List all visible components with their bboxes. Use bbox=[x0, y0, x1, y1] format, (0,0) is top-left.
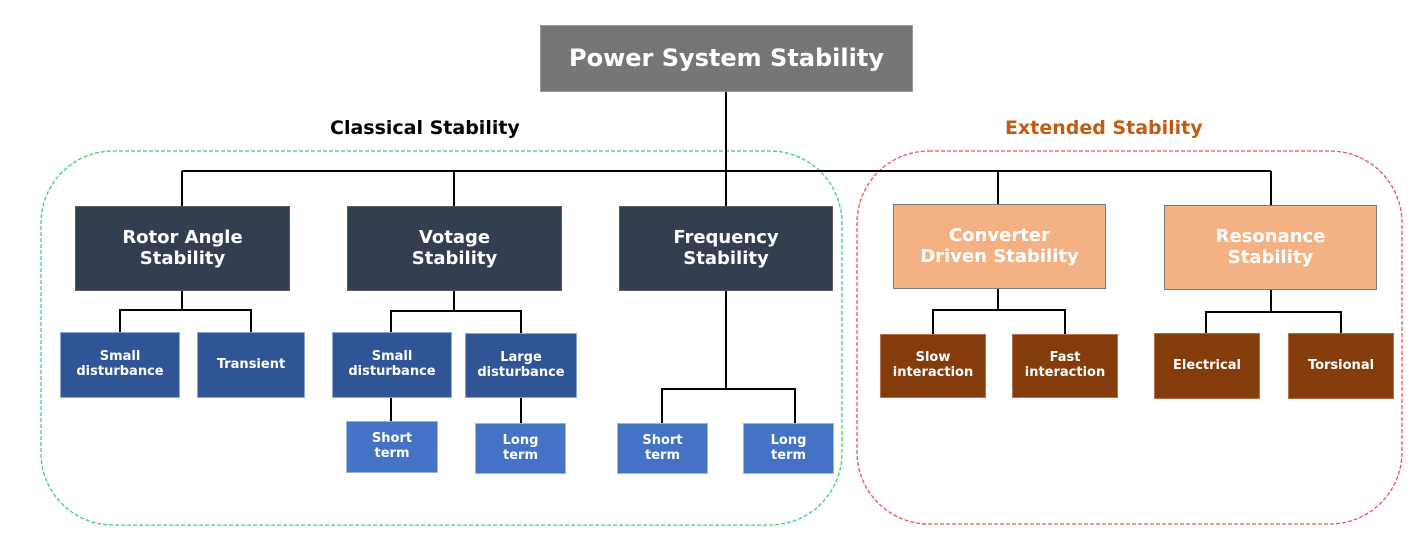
resonance-label: Resonance Stability bbox=[1215, 225, 1326, 268]
resonance-torsional-label: Torsional bbox=[1307, 357, 1375, 373]
connector-voltage-children-2 bbox=[454, 310, 522, 333]
root-label: Power System Stability bbox=[569, 43, 884, 72]
voltage-large-disturbance-node: Large disturbance bbox=[465, 333, 577, 398]
rotor-transient-label: Transient bbox=[216, 356, 286, 372]
frequency-short-term-node: Short term bbox=[617, 423, 708, 474]
rotor-transient-node: Transient bbox=[197, 332, 305, 398]
frequency-long-term-node: Long term bbox=[743, 423, 834, 474]
rotor-small-disturbance-node: Small disturbance bbox=[60, 332, 180, 398]
connector-resonance-children-2 bbox=[1271, 311, 1342, 333]
voltage-small-disturbance-node: Small disturbance bbox=[332, 332, 452, 398]
frequency-short-label: Short term bbox=[642, 432, 683, 463]
voltage-short-label: Short term bbox=[371, 431, 413, 461]
voltage-small-label: Small disturbance bbox=[348, 349, 436, 379]
connector-frequency-children-2 bbox=[726, 388, 796, 423]
frequency-long-label: Long term bbox=[770, 432, 807, 463]
rotor-small-label: Small disturbance bbox=[76, 349, 164, 379]
voltage-stability-node: Votage Stability bbox=[347, 206, 562, 291]
resonance-stability-node: Resonance Stability bbox=[1164, 205, 1377, 290]
connector-rotor-children-2 bbox=[182, 309, 252, 332]
root-node: Power System Stability bbox=[540, 25, 913, 92]
connector-rotor-children bbox=[119, 291, 183, 332]
classical-group-title: Classical Stability bbox=[330, 117, 520, 139]
extended-group-title: Extended Stability bbox=[1005, 117, 1203, 139]
converter-fast-label: Fast interaction bbox=[1024, 350, 1106, 380]
connector-converter-children bbox=[932, 289, 999, 334]
converter-slow-label: Slow interaction bbox=[892, 350, 974, 380]
rotor-angle-label: Rotor Angle Stability bbox=[122, 226, 243, 269]
converter-slow-interaction-node: Slow interaction bbox=[880, 334, 986, 398]
frequency-label: Frequency Stability bbox=[673, 226, 779, 269]
extended-group-border bbox=[856, 150, 1403, 525]
resonance-electrical-node: Electrical bbox=[1154, 333, 1260, 399]
resonance-torsional-node: Torsional bbox=[1288, 333, 1394, 399]
connector-frequency-children bbox=[661, 291, 727, 423]
voltage-long-term-node: Long term bbox=[475, 423, 566, 474]
classical-group-border bbox=[40, 150, 843, 526]
connector-converter-children-2 bbox=[998, 309, 1066, 334]
voltage-large-label: Large disturbance bbox=[477, 349, 565, 380]
converter-fast-interaction-node: Fast interaction bbox=[1012, 334, 1118, 398]
voltage-label: Votage Stability bbox=[411, 226, 498, 269]
converter-label: Converter Driven Stability bbox=[920, 224, 1079, 267]
rotor-angle-stability-node: Rotor Angle Stability bbox=[75, 206, 290, 291]
connector-voltage-children bbox=[390, 291, 455, 332]
converter-driven-stability-node: Converter Driven Stability bbox=[893, 204, 1106, 289]
resonance-electrical-label: Electrical bbox=[1173, 357, 1241, 373]
frequency-stability-node: Frequency Stability bbox=[619, 206, 833, 291]
voltage-long-label: Long term bbox=[502, 432, 539, 463]
connector-resonance-children bbox=[1205, 290, 1272, 333]
voltage-short-term-node: Short term bbox=[346, 421, 438, 473]
